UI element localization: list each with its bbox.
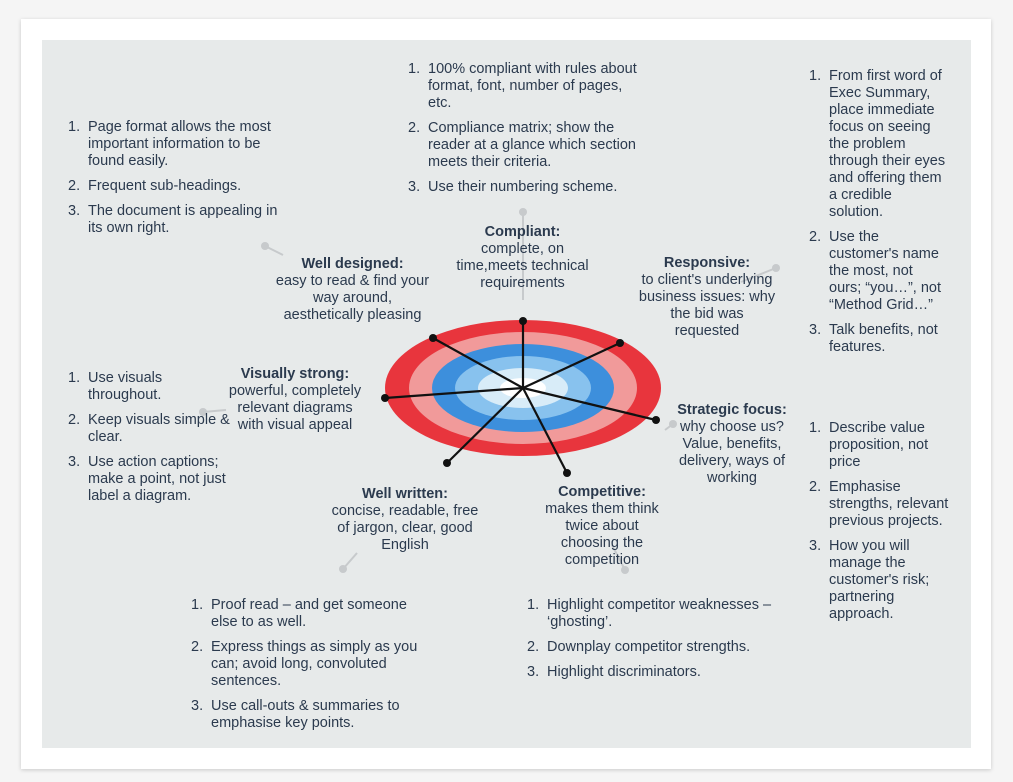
label-strategic-focus: Strategic focus: why choose us? Value, b… [672, 402, 792, 487]
list-item: 3.Use action captions; make a point, not… [68, 454, 226, 504]
label-competitive: Competitive: makes them think twice abou… [537, 484, 667, 569]
spoke-responsive [522, 342, 621, 389]
label-visually-strong: Visually strong: powerful, completely re… [225, 366, 365, 434]
list-item: 3.How you will manage the customer's ris… [809, 538, 930, 622]
criterion-title: Responsive: [663, 255, 751, 271]
points-compliant: 1.100% compliant with rules about format… [408, 61, 643, 204]
connector-competitive [611, 544, 626, 571]
connector-dot-competitive [621, 566, 629, 574]
points-well-written: 1.Proof read – and get someone else to a… [191, 597, 436, 740]
spoke-designed [432, 337, 524, 389]
list-item: 1.From first word of Exec Summary, place… [809, 68, 946, 220]
points-responsive: 1.From first word of Exec Summary, place… [809, 68, 949, 364]
list-item: 3.Talk benefits, not features. [809, 322, 938, 355]
list-item: 3.Highlight discriminators. [527, 664, 701, 680]
points-competitive: 1.Highlight competitor weaknesses – ‘gho… [527, 597, 777, 689]
criterion-title: Competitive: [558, 484, 646, 500]
spokes [381, 317, 660, 477]
label-responsive: Responsive: to client's underlying busin… [637, 255, 777, 340]
connector-dot-designed [261, 242, 269, 250]
criterion-description: to client's underlying business issues: … [638, 272, 776, 339]
list-item: 2.Compliance matrix; show the reader at … [408, 120, 636, 170]
criterion-title: Compliant: [484, 224, 561, 240]
list-item: 3.The document is appealing in its own r… [68, 203, 278, 236]
list-item: 2.Emphasise strengths, relevant previous… [809, 479, 949, 529]
connector-dot-visual [199, 408, 207, 416]
list-item: 2.Frequent sub-headings. [68, 178, 242, 194]
connector-dot-responsive [772, 264, 780, 272]
list-item: 1.Highlight competitor weaknesses – ‘gho… [527, 597, 772, 630]
criterion-description: powerful, completely relevant diagrams w… [228, 383, 362, 433]
label-well-designed: Well designed: easy to read & find your … [275, 256, 430, 324]
spoke-competitive [522, 387, 568, 474]
connector-responsive [740, 267, 777, 283]
list-item: 1.Describe value proposition, not price [809, 420, 929, 470]
criterion-description: why choose us? Value, benefits, delivery… [678, 419, 786, 486]
list-item: 1.Proof read – and get someone else to a… [191, 597, 407, 630]
criterion-title: Well written: [362, 486, 448, 502]
list-item: 2.Downplay competitor strengths. [527, 639, 751, 655]
spoke-dot-written [443, 459, 451, 467]
list-item: 1.Page format allows the most important … [68, 119, 271, 169]
spoke-dot-strategic [652, 416, 660, 424]
criterion-title: Well designed: [301, 256, 404, 272]
criterion-title: Visually strong: [240, 366, 350, 382]
spoke-strategic [522, 386, 657, 422]
list-item: 2.Use the customer's name the most, not … [809, 229, 942, 313]
connector-dot-strategic [669, 420, 677, 428]
criterion-description: complete, on time,meets technical requir… [456, 241, 589, 291]
connector-dot-written [339, 565, 347, 573]
spoke-dot-designed [429, 334, 437, 342]
points-visually-strong: 1.Use visuals throughout. 2.Keep visuals… [68, 370, 233, 513]
spoke-dot-competitive [563, 469, 571, 477]
spoke-visual [384, 386, 524, 400]
criterion-description: easy to read & find your way around, aes… [275, 273, 430, 323]
list-item: 3.Use their numbering scheme. [408, 179, 618, 195]
criterion-description: makes them think twice about choosing th… [545, 501, 659, 568]
connectors [199, 208, 780, 574]
label-well-written: Well written: concise, readable, free of… [330, 486, 480, 554]
connector-dot-compliant [519, 208, 527, 216]
spoke-dot-visual [381, 394, 389, 402]
list-item: 3.Use call-outs & summaries to emphasise… [191, 698, 400, 731]
label-compliant: Compliant: complete, on time,meets techn… [455, 224, 590, 292]
spoke-dot-responsive [616, 339, 624, 347]
list-item: 2.Express things as simply as you can; a… [191, 639, 418, 689]
list-item: 1.100% compliant with rules about format… [408, 61, 637, 111]
list-item: 2.Keep visuals simple & clear. [68, 412, 230, 445]
criterion-description: concise, readable, free of jargon, clear… [331, 503, 479, 553]
criterion-title: Strategic focus: [677, 402, 787, 418]
list-item: 1.Use visuals throughout. [68, 370, 163, 403]
points-well-designed: 1.Page format allows the most important … [68, 119, 283, 245]
spoke-dot-compliant [519, 317, 527, 325]
points-strategic-focus: 1.Describe value proposition, not price … [809, 420, 954, 631]
spoke-written [446, 387, 524, 464]
